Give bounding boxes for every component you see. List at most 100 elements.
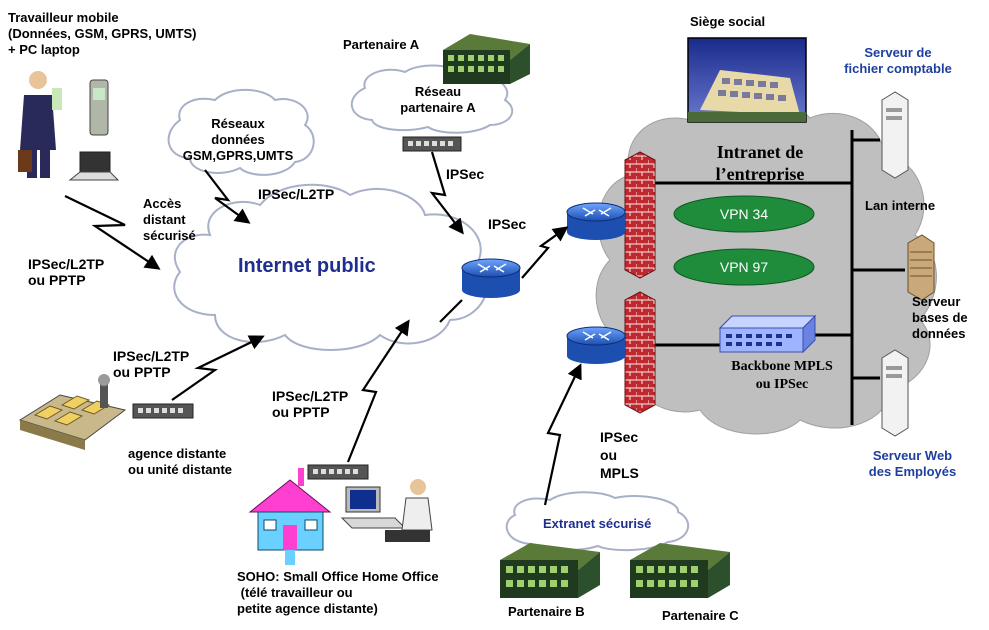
partner-a-label: Partenaire A bbox=[343, 37, 419, 53]
mobile-worker-label: Travailleur mobile (Données, GSM, GPRS, … bbox=[8, 10, 197, 58]
internet-public-text: Internet public bbox=[238, 255, 376, 277]
vpn-97-label: VPN 97 bbox=[714, 259, 774, 275]
partner-a-building-icon bbox=[443, 34, 530, 84]
remote-branch-line-2: ou unité distante bbox=[128, 462, 232, 477]
ipsec-l2tp-pptp-branch-label: IPSec/L2TP ou PPTP bbox=[113, 348, 189, 380]
ipsec-router-label: IPSec bbox=[488, 216, 526, 232]
secure-remote-access-line-1: Accès bbox=[143, 196, 182, 211]
partner-c-text: Partenaire C bbox=[662, 608, 739, 623]
teleworker-desk-icon bbox=[340, 479, 433, 542]
router-intranet-top-icon bbox=[566, 202, 626, 240]
partner-a-text: Partenaire A bbox=[343, 37, 420, 52]
accounting-server-icon bbox=[881, 91, 909, 179]
link-soho bbox=[346, 319, 410, 463]
mobile-worker-person-icon bbox=[18, 71, 62, 178]
soho-line-1: SOHO: Small Office Home Office bbox=[237, 569, 439, 584]
accounting-server-line-1: Serveur de bbox=[864, 45, 932, 60]
ipsec-l2tp-top-label: IPSec/L2TP bbox=[258, 186, 334, 202]
branch-hub-icon bbox=[132, 403, 194, 419]
extranet-text: Extranet sécurisé bbox=[543, 516, 652, 531]
backbone-switch-icon bbox=[718, 314, 817, 354]
ipsec-partner-a-label: IPSec bbox=[446, 166, 484, 182]
web-server-icon bbox=[881, 349, 909, 437]
vpn-97-tunnel bbox=[673, 248, 815, 286]
mobile-worker-line-2: (Données, GSM, GPRS, UMTS) bbox=[8, 26, 197, 41]
soho-line-2: (télé travailleur ou bbox=[237, 585, 353, 600]
extranet-label: Extranet sécurisé bbox=[543, 516, 651, 532]
mobile-networks-line-2: données bbox=[211, 132, 265, 147]
link-router-intranet bbox=[521, 226, 569, 279]
vpn-34-label: VPN 34 bbox=[714, 206, 774, 222]
partner-a-network-label: Réseau partenaire A bbox=[393, 84, 483, 116]
link-partner-a bbox=[429, 151, 464, 235]
db-server-line-1: Serveur bbox=[912, 294, 961, 309]
web-server-line-1: Serveur Web bbox=[872, 448, 953, 463]
internet-public-cloud bbox=[173, 183, 489, 351]
partner-a-network-line-2: partenaire A bbox=[400, 100, 476, 115]
backbone-label: Backbone MPLS ou IPSec bbox=[712, 358, 852, 394]
router-intranet-bottom-icon bbox=[566, 326, 626, 364]
ipsec-l2tp-pptp-soho-line-1: IPSec/L2TP bbox=[272, 388, 349, 404]
secure-remote-access-line-2: distant bbox=[143, 212, 186, 227]
ipsec-mpls-line-1: IPSec bbox=[600, 429, 639, 445]
ipsec-mpls-line-3: MPLS bbox=[600, 465, 639, 481]
partner-a-network-line-1: Réseau bbox=[414, 84, 462, 99]
link-lines bbox=[64, 151, 582, 506]
vpn-34-text: VPN 34 bbox=[719, 206, 769, 222]
link-branch bbox=[171, 335, 265, 401]
ipsec-mpls-label: IPSec ou MPLS bbox=[600, 428, 639, 482]
secure-remote-access-line-3: sécurisé bbox=[143, 228, 196, 243]
headquarters-photo-icon bbox=[687, 37, 807, 123]
partner-c-label: Partenaire C bbox=[662, 608, 739, 624]
partner-a-hub-icon bbox=[402, 136, 462, 152]
backbone-line-1: Backbone MPLS bbox=[731, 359, 833, 374]
soho-label: SOHO: Small Office Home Office (télé tra… bbox=[237, 569, 439, 617]
vpn-97-text: VPN 97 bbox=[719, 259, 769, 275]
ipsec-partner-a-text: IPSec bbox=[446, 166, 485, 182]
ipsec-l2tp-pptp-branch-line-1: IPSec/L2TP bbox=[113, 348, 190, 364]
mobile-worker-line-3: + PC laptop bbox=[8, 42, 80, 57]
remote-branch-factory-icon bbox=[18, 374, 127, 450]
laptop-icon bbox=[68, 151, 120, 181]
ipsec-l2tp-pptp-left-line-2: ou PPTP bbox=[28, 272, 86, 288]
ipsec-l2tp-pptp-soho-label: IPSec/L2TP ou PPTP bbox=[272, 388, 348, 420]
internet-public-label: Internet public bbox=[238, 255, 376, 277]
db-server-label: Serveur bases de données bbox=[912, 294, 968, 342]
link-internet-router bbox=[439, 299, 463, 323]
headquarters-label: Siège social bbox=[690, 14, 765, 30]
link-extranet bbox=[543, 363, 582, 506]
partner-b-text: Partenaire B bbox=[508, 604, 585, 619]
db-server-line-3: données bbox=[912, 326, 966, 341]
db-server-line-2: bases de bbox=[912, 310, 968, 325]
firewall-top bbox=[624, 151, 656, 279]
mobile-networks-line-1: Réseaux bbox=[211, 116, 265, 131]
lan-interne-label: Lan interne bbox=[865, 198, 935, 214]
secure-remote-access-label: Accès distant sécurisé bbox=[143, 196, 196, 244]
mobile-networks-cloud bbox=[167, 88, 315, 176]
firewall-bottom bbox=[624, 291, 656, 414]
remote-branch-line-1: agence distante bbox=[128, 446, 227, 461]
soho-line-3: petite agence distante) bbox=[237, 601, 378, 616]
link-mobile-worker bbox=[64, 195, 161, 270]
ipsec-router-text: IPSec bbox=[488, 216, 527, 232]
ipsec-l2tp-pptp-left-line-1: IPSec/L2TP bbox=[28, 256, 105, 272]
accounting-server-label: Serveur de fichier comptable bbox=[828, 45, 968, 77]
lan-interne-text: Lan interne bbox=[865, 198, 936, 213]
mobile-worker-line-1: Travailleur mobile bbox=[8, 10, 119, 25]
intranet-line-1: Intranet de bbox=[716, 142, 804, 162]
web-server-line-2: des Employés bbox=[868, 464, 957, 479]
backbone-line-2: ou IPSec bbox=[755, 377, 809, 392]
remote-branch-label: agence distante ou unité distante bbox=[128, 446, 232, 478]
accounting-server-line-2: fichier comptable bbox=[844, 61, 952, 76]
ipsec-l2tp-pptp-branch-line-2: ou PPTP bbox=[113, 364, 171, 380]
db-server-icon bbox=[907, 234, 935, 301]
ipsec-mpls-line-2: ou bbox=[600, 447, 618, 463]
link-mobile-networks bbox=[204, 169, 251, 224]
intranet-line-2: l’entreprise bbox=[715, 164, 805, 184]
mobile-phone-icon bbox=[89, 79, 109, 136]
partner-b-label: Partenaire B bbox=[508, 604, 585, 620]
ipsec-l2tp-pptp-soho-line-2: ou PPTP bbox=[272, 404, 330, 420]
partner-b-building-icon bbox=[500, 543, 600, 598]
router-internet-icon bbox=[461, 258, 521, 298]
